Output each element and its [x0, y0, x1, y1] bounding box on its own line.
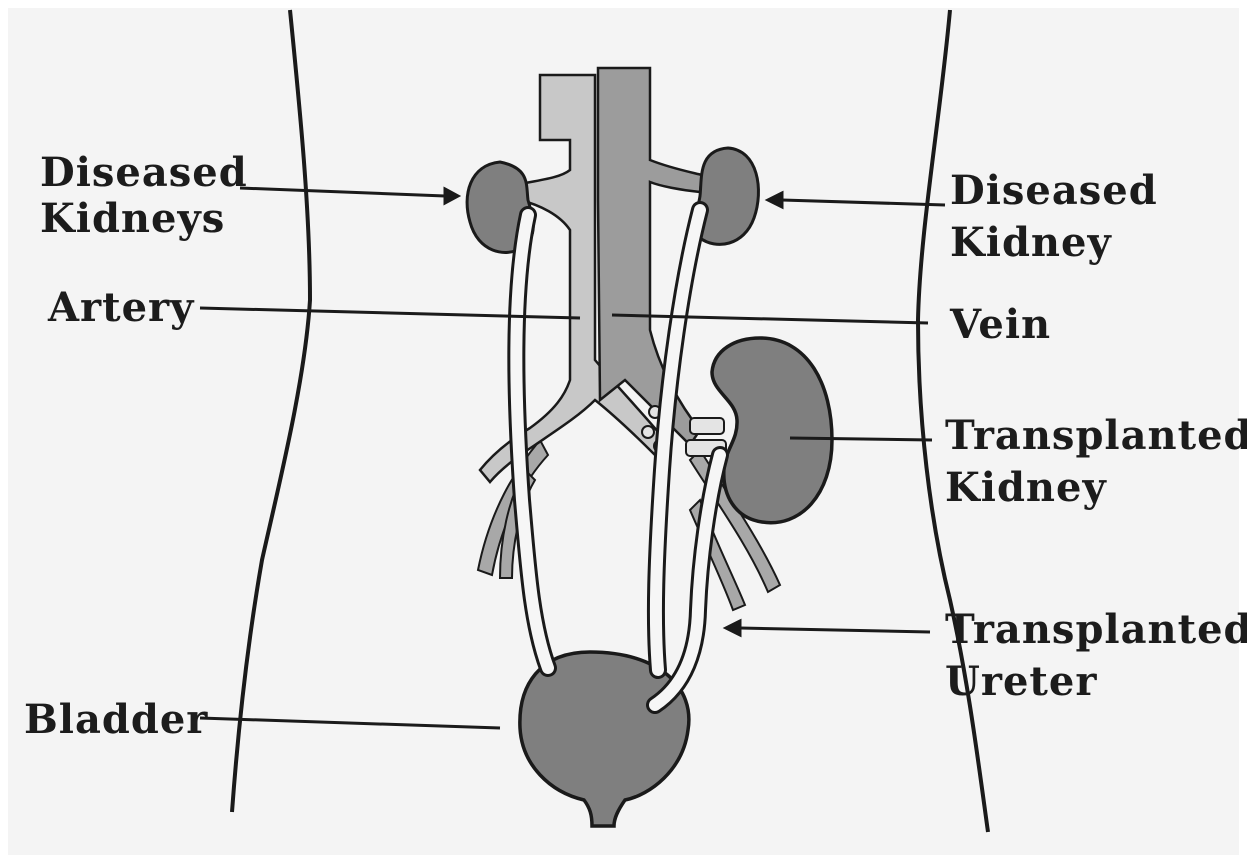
label-diseased-kidneys: Diseased Kidneys: [40, 150, 248, 242]
leader-vein: [612, 315, 928, 323]
label-diseased-kidney: Diseased Kidney: [950, 165, 1158, 269]
leader-diseased-kidney-arrow: [768, 193, 782, 207]
leader-transplanted-ureter: [740, 628, 930, 632]
label-transplanted-ureter-line1: Transplanted: [945, 604, 1247, 656]
leader-diseased-kidney: [782, 200, 945, 205]
label-bladder: Bladder: [24, 700, 208, 740]
label-transplanted-ureter: Transplanted Ureter: [945, 604, 1247, 708]
body-outline-left: [232, 10, 310, 812]
label-vein: Vein: [950, 305, 1051, 345]
leader-bladder: [200, 718, 500, 728]
diseased-kidney-right: [695, 148, 758, 244]
label-transplanted-kidney: Transplanted Kidney: [945, 410, 1247, 514]
label-diseased-kidney-line2: Kidney: [950, 217, 1158, 269]
leader-transplanted-ureter-arrow: [726, 621, 740, 635]
label-diseased-kidney-line1: Diseased: [950, 165, 1158, 217]
leader-diseased-kidneys-arrow: [445, 189, 458, 203]
label-diseased-kidneys-line1: Diseased: [40, 150, 248, 196]
leader-diseased-kidneys: [240, 188, 445, 196]
bladder-shape: [520, 652, 689, 826]
label-transplanted-ureter-line2: Ureter: [945, 656, 1247, 708]
label-transplanted-kidney-line2: Kidney: [945, 462, 1247, 514]
label-diseased-kidneys-line2: Kidneys: [40, 196, 248, 242]
label-transplanted-kidney-line1: Transplanted: [945, 410, 1247, 462]
label-artery: Artery: [48, 288, 194, 328]
transplanted-kidney: [712, 338, 832, 523]
leader-transplanted-kidney: [790, 438, 932, 440]
